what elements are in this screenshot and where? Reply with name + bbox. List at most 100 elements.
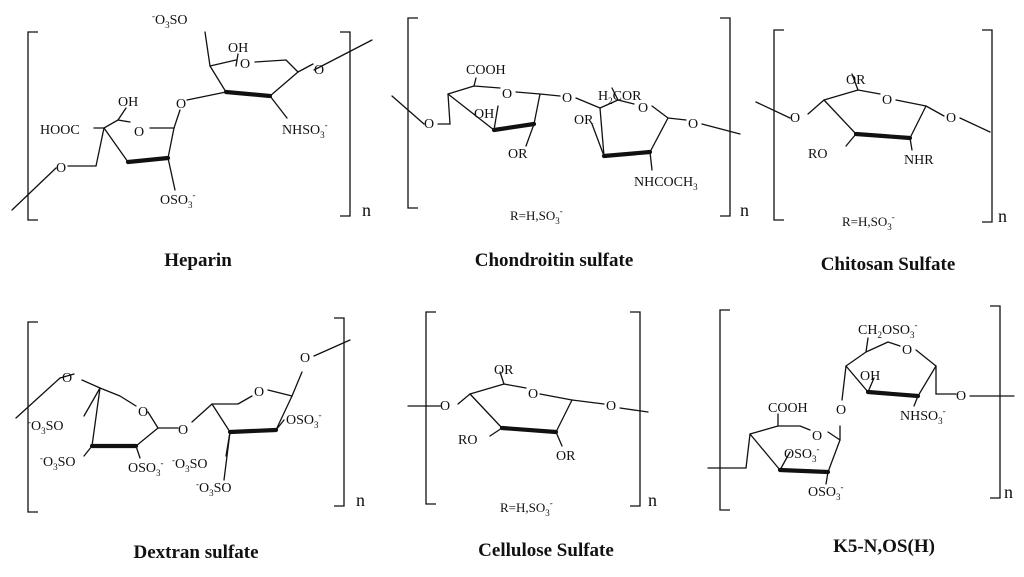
cellulose-left-bracket	[425, 311, 436, 505]
chitosan-caption: Chitosan Sulfate	[821, 254, 956, 275]
svg-text:O: O	[688, 117, 698, 132]
svg-text:O: O	[606, 399, 616, 414]
k5-left-bracket	[719, 309, 730, 511]
k5-label-oso3-bottom: OSO3-	[808, 482, 844, 502]
k5-label-oh: OH	[860, 369, 880, 384]
chitosan-repeat-n: n	[998, 206, 1007, 226]
dextran-caption: Dextran sulfate	[133, 542, 258, 563]
svg-text:O: O	[138, 405, 148, 420]
svg-text:O: O	[790, 111, 800, 126]
svg-text:O: O	[178, 423, 188, 438]
svg-text:O: O	[502, 87, 512, 102]
svg-text:O: O	[314, 63, 324, 78]
k5-label-cooh: COOH	[768, 401, 808, 416]
svg-text:O: O	[956, 389, 966, 404]
cellulose-label-ro: RO	[458, 433, 477, 448]
chondroitin-sulfate-structure: n O O O COOH OH OR O O	[391, 17, 749, 271]
svg-text:O: O	[440, 399, 450, 414]
svg-text:O: O	[836, 403, 846, 418]
svg-text:O: O	[638, 101, 648, 116]
chondroitin-left-ring: O O O	[391, 77, 572, 147]
k5-repeat-n: n	[1004, 482, 1013, 502]
svg-text:O: O	[812, 429, 822, 444]
k5-label-ch2oso3: CH2OSO3-	[858, 320, 917, 340]
svg-text:O: O	[882, 93, 892, 108]
dextran-repeat-n: n	[356, 490, 365, 510]
chondroitin-r-definition: R=H,SO3-	[510, 206, 563, 226]
heparin-caption: Heparin	[164, 250, 232, 271]
svg-text:O: O	[62, 371, 72, 386]
dextran-right-ring: O O	[191, 339, 351, 481]
cellulose-sulfate-structure: n O O O OR RO OR R=H,SO3- Cellulose Sulf…	[407, 311, 657, 561]
chitosan-r-definition: R=H,SO3-	[842, 212, 895, 232]
k5-upper-ring: O O O	[836, 337, 1015, 418]
cellulose-right-bracket	[630, 311, 641, 507]
chitosan-right-bracket	[982, 29, 993, 223]
heparin-label-o3so-top: -O3SO	[152, 11, 188, 30]
heparin-lower-ring: O O	[11, 107, 181, 211]
svg-text:O: O	[56, 161, 66, 176]
chitosan-label-nhr: NHR	[904, 153, 934, 168]
chondroitin-label-cooh: COOH	[466, 63, 506, 78]
cellulose-repeat-n: n	[648, 490, 657, 510]
heparin-left-bracket	[27, 31, 38, 221]
dextran-label-o3so-2: -O3SO	[40, 453, 76, 472]
dextran-sulfate-structure: n O O O -O3SO -O3SO OSO3- O	[15, 317, 365, 563]
dextran-right-bracket	[334, 317, 345, 507]
chondroitin-label-oh: OH	[474, 107, 494, 122]
svg-text:O: O	[134, 125, 144, 140]
chondroitin-label-nhcoch3: NHCOCH3	[634, 175, 698, 192]
cellulose-r-definition: R=H,SO3-	[500, 498, 553, 518]
svg-text:O: O	[424, 117, 434, 132]
dextran-left-ring: O O O	[15, 371, 188, 459]
heparin-upper-ring: O O O	[176, 31, 373, 119]
svg-text:O: O	[300, 351, 310, 366]
svg-text:O: O	[528, 387, 538, 402]
k5-right-bracket	[990, 305, 1001, 499]
svg-text:O: O	[240, 57, 250, 72]
svg-text:O: O	[902, 343, 912, 358]
k5-label-oso3-ring: OSO3-	[784, 444, 820, 464]
chitosan-ring: O O O	[755, 73, 991, 151]
heparin-label-hooc: HOOC	[40, 123, 80, 138]
chondroitin-right-bracket	[720, 17, 731, 217]
heparin-repeat-n: n	[362, 200, 371, 220]
dextran-label-oso3-1: OSO3-	[128, 458, 164, 478]
chondroitin-label-or-right: OR	[574, 113, 594, 128]
dextran-label-oso3-2: OSO3-	[286, 410, 322, 430]
heparin-right-bracket	[340, 31, 351, 217]
heparin-structure: n O O O -O3SO OH NHSO3- O	[11, 11, 373, 271]
svg-text:O: O	[562, 91, 572, 106]
heparin-label-oh-lower: OH	[118, 95, 138, 110]
chondroitin-label-or-left: OR	[508, 147, 528, 162]
svg-text:O: O	[176, 97, 186, 112]
dextran-label-o3so-1: -O3SO	[28, 417, 64, 436]
k5-label-nhso3: NHSO3-	[900, 406, 946, 426]
k5-caption: K5-N,OS(H)	[833, 536, 935, 557]
dextran-label-o3so-4: -O3SO	[196, 479, 232, 498]
chondroitin-right-ring: O O	[575, 87, 741, 171]
cellulose-label-or-bottom: OR	[556, 449, 576, 464]
cellulose-ring: O O O	[407, 371, 649, 447]
chondroitin-repeat-n: n	[740, 200, 749, 220]
chitosan-left-bracket	[773, 29, 784, 221]
svg-text:O: O	[254, 385, 264, 400]
heparin-label-oh-upper: OH	[228, 41, 248, 56]
cellulose-caption: Cellulose Sulfate	[478, 540, 614, 561]
chitosan-label-or: OR	[846, 73, 866, 88]
chondroitin-label-h2cor: H2COR	[598, 89, 642, 106]
heparin-label-nhso3: NHSO3-	[282, 120, 328, 140]
chitosan-label-ro: RO	[808, 147, 827, 162]
cellulose-label-or-top: OR	[494, 363, 514, 378]
k5-structure: n O O O CH2OSO3- OH NHSO3- O	[707, 305, 1015, 557]
k5-lower-ring: O	[707, 413, 841, 485]
dextran-left-bracket	[27, 321, 38, 513]
heparin-label-oso3: OSO3-	[160, 190, 196, 210]
chondroitin-left-bracket	[407, 17, 418, 209]
dextran-label-o3so-3: -O3SO	[172, 455, 208, 474]
svg-text:O: O	[946, 111, 956, 126]
chitosan-sulfate-structure: n O O O OR RO NHR R=H,SO3- Chitosan Sulf…	[755, 29, 1007, 275]
chondroitin-caption: Chondroitin sulfate	[475, 250, 634, 271]
